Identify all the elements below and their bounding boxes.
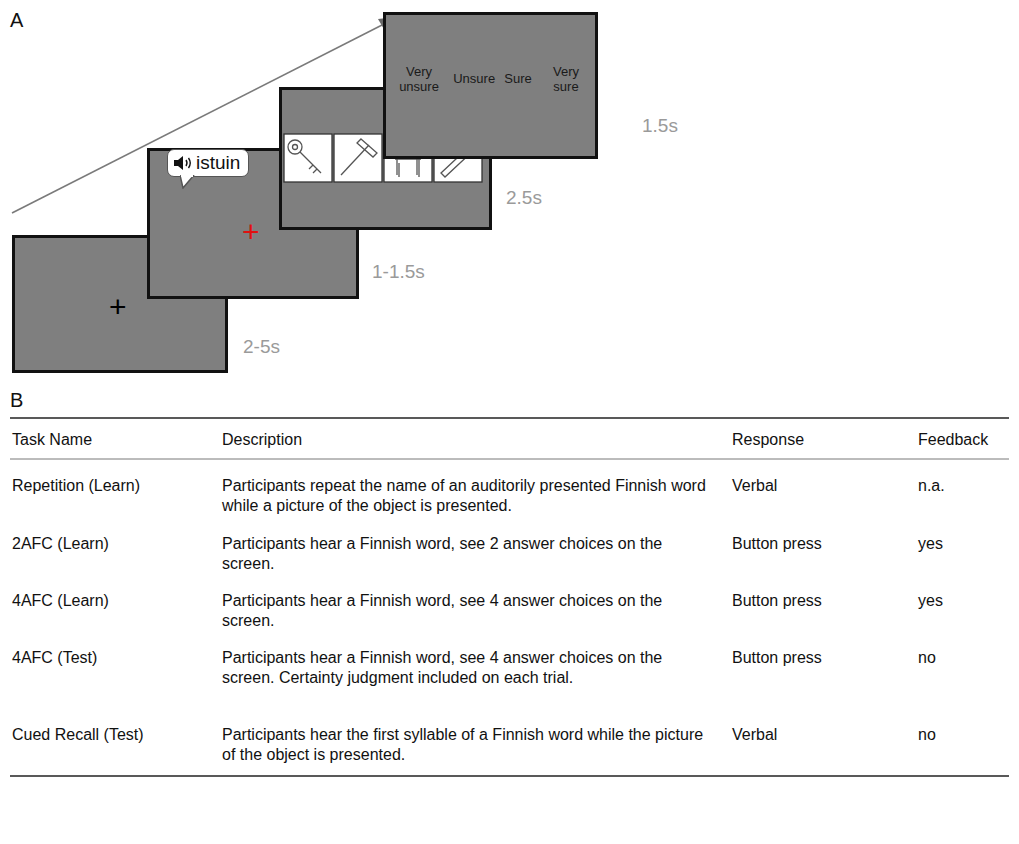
panel-letter: B [10, 390, 23, 410]
duration-label: 2.5s [506, 188, 542, 208]
rating-option: Unsure [453, 71, 495, 86]
duration-label: 1.5s [642, 116, 678, 136]
table-cell: Button press [732, 534, 822, 554]
table-cell: Participants hear a Finnish word, see 4 … [222, 648, 712, 688]
table-header: Response [732, 430, 804, 450]
table-cell: 4AFC (Learn) [12, 591, 109, 611]
bubble-tail [180, 175, 200, 189]
table-cell: Verbal [732, 476, 777, 496]
fixation-cross: + [242, 217, 260, 247]
speaker-icon [172, 154, 194, 172]
rating-option: Very unsure [394, 64, 444, 94]
table-cell: Participants hear the first syllable of … [222, 725, 712, 765]
rating-option: Very sure [541, 64, 591, 94]
duration-label: 1-1.5s [372, 262, 425, 282]
table-cell: Repetition (Learn) [12, 476, 140, 496]
panel-letter: A [10, 10, 23, 30]
table-cell: Button press [732, 591, 822, 611]
table-cell: Verbal [732, 725, 777, 745]
table-cell: Participants hear a Finnish word, see 4 … [222, 591, 712, 631]
speech-bubble: istuin [167, 149, 249, 177]
table-cell: Participants hear a Finnish word, see 2 … [222, 534, 712, 574]
spoken-word: istuin [196, 152, 240, 174]
table-cell: Cued Recall (Test) [12, 725, 144, 745]
table-cell: yes [918, 534, 943, 554]
table-cell: n.a. [918, 476, 945, 496]
duration-label: 2-5s [243, 337, 280, 357]
table-header: Task Name [12, 430, 92, 450]
table-cell: Button press [732, 648, 822, 668]
fixation-cross: + [109, 292, 127, 322]
table-cell: no [918, 725, 936, 745]
rating-option: Sure [504, 71, 531, 86]
table-cell: 4AFC (Test) [12, 648, 97, 668]
table-cell: Participants repeat the name of an audit… [222, 476, 712, 516]
table-header: Feedback [918, 430, 988, 450]
table-cell: 2AFC (Learn) [12, 534, 109, 554]
table-cell: no [918, 648, 936, 668]
table-header: Description [222, 430, 302, 450]
certainty-screen: Very unsure Unsure Sure Very sure [383, 12, 598, 159]
table-cell: yes [918, 591, 943, 611]
